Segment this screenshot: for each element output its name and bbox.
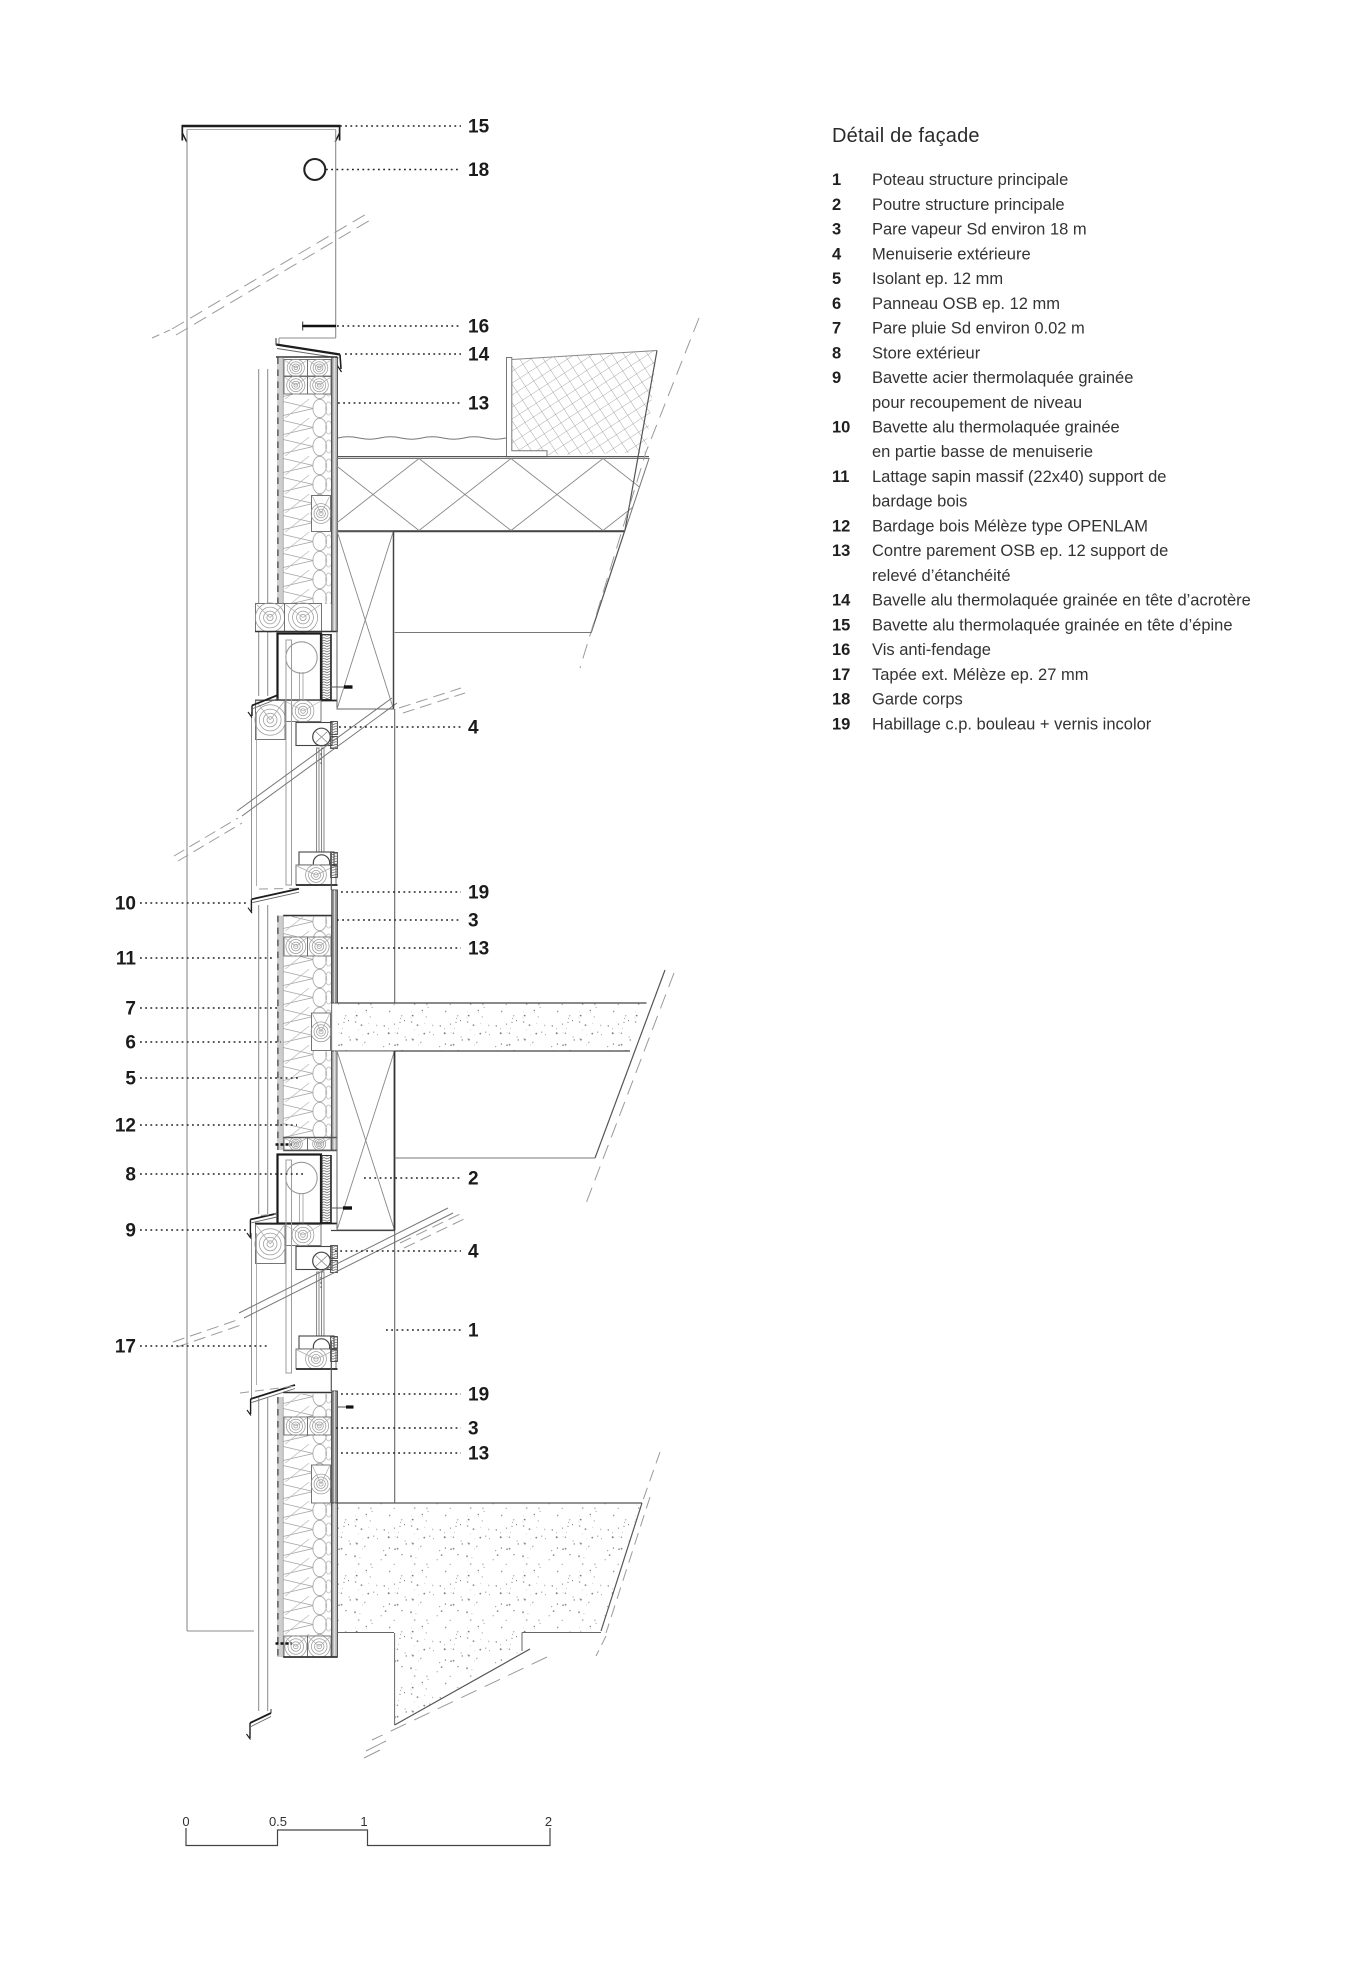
svg-text:13: 13: [468, 1444, 489, 1465]
svg-text:3: 3: [832, 221, 841, 239]
svg-text:0.5: 0.5: [269, 1814, 287, 1829]
svg-text:Poteau structure principale: Poteau structure principale: [872, 171, 1068, 189]
svg-text:Bardage bois Mélèze type OPENL: Bardage bois Mélèze type OPENLAM: [872, 517, 1148, 535]
svg-text:Pare pluie Sd environ 0.02 m: Pare pluie Sd environ 0.02 m: [872, 320, 1085, 338]
svg-text:18: 18: [832, 691, 850, 709]
svg-text:11: 11: [116, 949, 137, 970]
svg-text:4: 4: [468, 718, 479, 739]
svg-text:12: 12: [832, 517, 850, 535]
svg-text:4: 4: [468, 1242, 479, 1263]
svg-text:19: 19: [468, 1385, 489, 1406]
svg-text:Garde corps: Garde corps: [872, 691, 963, 709]
svg-text:Bavette alu thermolaquée grain: Bavette alu thermolaquée grainée: [872, 419, 1120, 437]
svg-text:3: 3: [468, 911, 479, 932]
svg-text:Lattage sapin massif (22x40) s: Lattage sapin massif (22x40) support de: [872, 468, 1166, 486]
svg-text:19: 19: [468, 883, 489, 904]
svg-text:relevé d’étanchéité: relevé d’étanchéité: [872, 567, 1011, 585]
svg-text:16: 16: [468, 317, 489, 338]
svg-text:2: 2: [832, 196, 841, 214]
svg-text:Menuiserie extérieure: Menuiserie extérieure: [872, 245, 1031, 263]
svg-text:Isolant ep. 12 mm: Isolant ep. 12 mm: [872, 270, 1003, 288]
svg-text:Panneau OSB ep. 12 mm: Panneau OSB ep. 12 mm: [872, 295, 1060, 313]
svg-text:11: 11: [832, 468, 849, 486]
svg-text:16: 16: [832, 641, 850, 659]
svg-text:2: 2: [545, 1814, 552, 1829]
svg-text:18: 18: [468, 160, 489, 181]
svg-text:Store extérieur: Store extérieur: [872, 344, 981, 362]
svg-text:13: 13: [468, 939, 489, 960]
svg-text:9: 9: [125, 1221, 136, 1242]
svg-text:13: 13: [832, 542, 850, 560]
svg-text:5: 5: [125, 1069, 136, 1090]
svg-text:Tapée ext. Mélèze ep. 27 mm: Tapée ext. Mélèze ep. 27 mm: [872, 666, 1088, 684]
svg-text:2: 2: [468, 1169, 479, 1190]
svg-text:Bavette acier thermolaquée gra: Bavette acier thermolaquée grainée: [872, 369, 1133, 387]
svg-text:7: 7: [125, 999, 136, 1020]
svg-text:15: 15: [832, 616, 850, 634]
svg-text:14: 14: [832, 592, 851, 610]
svg-text:17: 17: [832, 666, 850, 684]
svg-text:Contre parement OSB ep. 12 sup: Contre parement OSB ep. 12 support de: [872, 542, 1168, 560]
svg-text:1: 1: [468, 1321, 479, 1342]
svg-text:19: 19: [832, 715, 850, 733]
svg-text:8: 8: [832, 344, 841, 362]
svg-text:14: 14: [468, 345, 490, 366]
svg-text:13: 13: [468, 394, 489, 415]
svg-text:17: 17: [115, 1337, 136, 1358]
svg-text:Habillage c.p. bouleau + verni: Habillage c.p. bouleau + vernis incolor: [872, 715, 1152, 733]
svg-text:pour recoupement de niveau: pour recoupement de niveau: [872, 394, 1082, 412]
svg-text:bardage bois: bardage bois: [872, 493, 967, 511]
svg-text:3: 3: [468, 1419, 479, 1440]
svg-text:4: 4: [832, 245, 842, 263]
svg-text:15: 15: [468, 117, 490, 138]
svg-text:7: 7: [832, 320, 841, 338]
svg-text:8: 8: [125, 1165, 136, 1186]
svg-text:Détail de façade: Détail de façade: [832, 125, 980, 147]
svg-text:12: 12: [115, 1116, 136, 1137]
svg-text:10: 10: [832, 419, 850, 437]
svg-text:1: 1: [360, 1814, 367, 1829]
svg-text:Pare vapeur Sd environ 18 m: Pare vapeur Sd environ 18 m: [872, 221, 1087, 239]
svg-text:5: 5: [832, 270, 841, 288]
svg-text:9: 9: [832, 369, 841, 387]
svg-text:1: 1: [832, 171, 841, 189]
svg-text:0: 0: [182, 1814, 189, 1829]
svg-text:6: 6: [832, 295, 841, 313]
svg-text:en partie basse de menuiserie: en partie basse de menuiserie: [872, 443, 1093, 461]
svg-text:Bavette alu thermolaquée grain: Bavette alu thermolaquée grainée en tête…: [872, 616, 1233, 634]
svg-text:10: 10: [115, 894, 136, 915]
svg-text:Vis anti-fendage: Vis anti-fendage: [872, 641, 991, 659]
svg-text:6: 6: [125, 1033, 136, 1054]
svg-text:Bavelle alu thermolaquée grain: Bavelle alu thermolaquée grainée en tête…: [872, 592, 1251, 610]
svg-text:Poutre structure principale: Poutre structure principale: [872, 196, 1065, 214]
